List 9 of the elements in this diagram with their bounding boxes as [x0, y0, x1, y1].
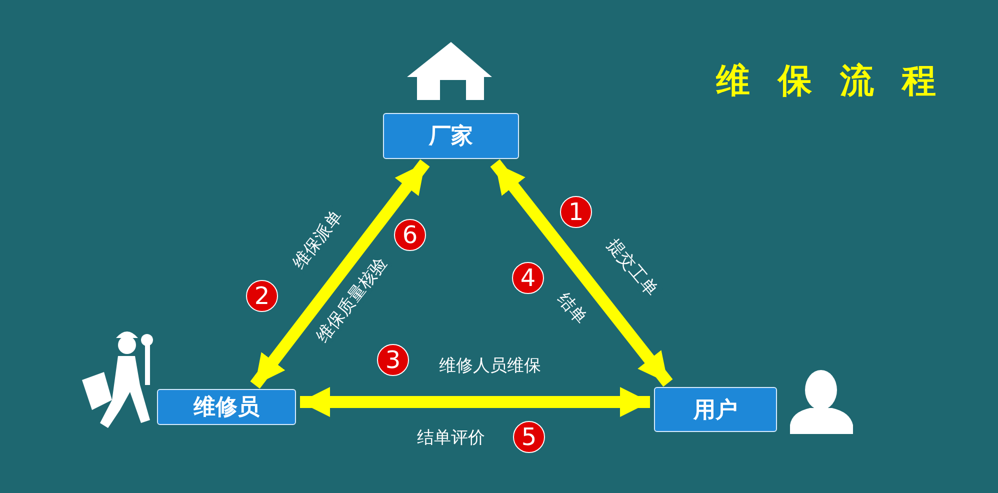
double-arrow	[250, 159, 430, 389]
role-box: 厂家	[383, 113, 519, 159]
role-box: 用户	[654, 387, 777, 432]
title: 维保流程	[716, 60, 964, 103]
double-arrow	[490, 159, 673, 387]
double-arrow	[300, 387, 650, 417]
flow-label: 结单评价	[415, 428, 487, 448]
role-box: 维修员	[157, 389, 296, 425]
edge-label: 维修人员维保	[437, 356, 543, 376]
